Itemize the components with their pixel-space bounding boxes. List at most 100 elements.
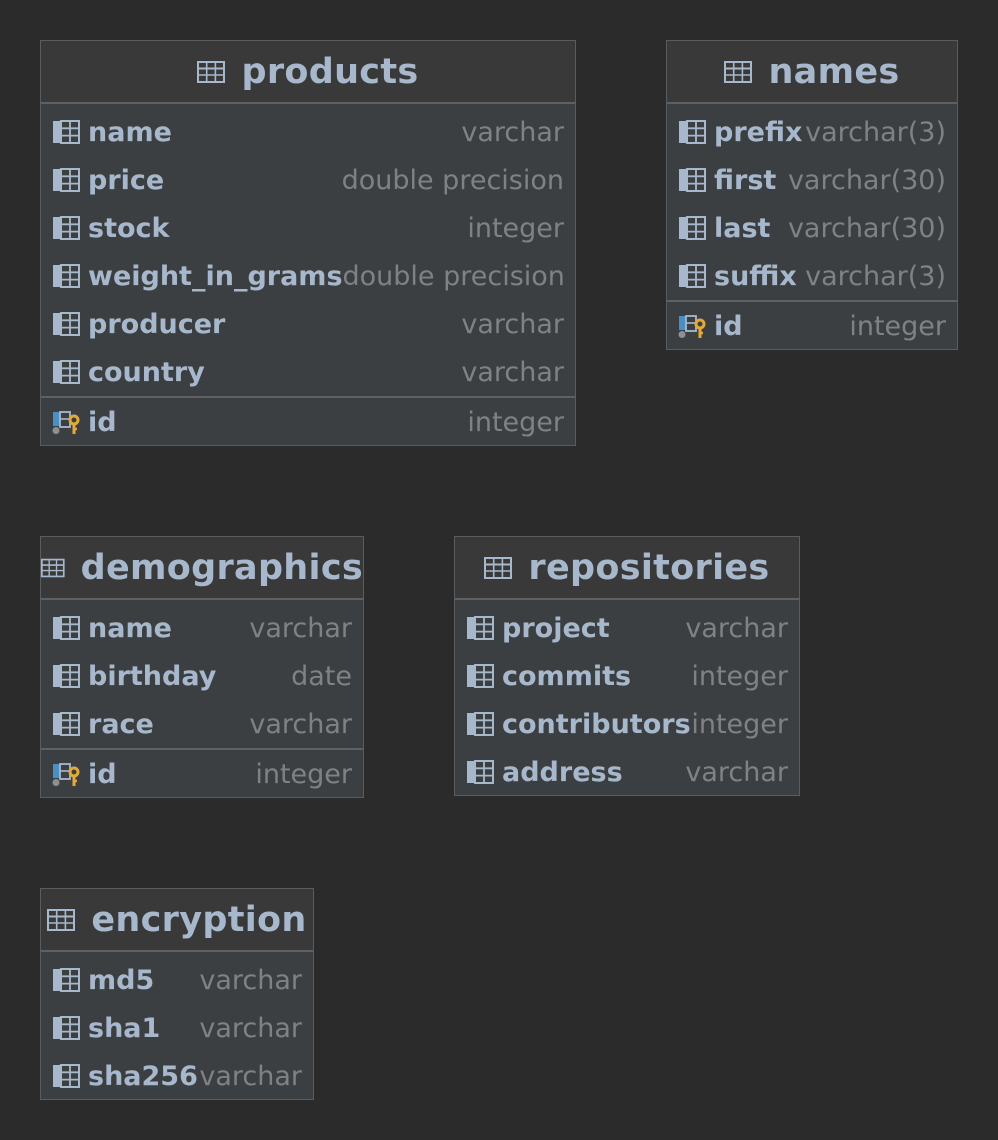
column-row[interactable]: commits integer	[455, 652, 799, 700]
primary-key-section: id integer	[41, 396, 575, 447]
column-type: varchar(30)	[787, 212, 946, 244]
column-type: integer	[467, 212, 564, 244]
primary-key-icon	[678, 314, 706, 338]
column-name: producer	[88, 308, 226, 340]
column-type: varchar(30)	[787, 164, 946, 196]
column-icon	[679, 168, 706, 192]
column-row[interactable]: address varchar	[455, 748, 799, 796]
column-name: birthday	[88, 660, 217, 692]
column-type: varchar	[461, 308, 564, 340]
column-row[interactable]: last varchar(30)	[667, 204, 957, 252]
table-icon	[724, 60, 753, 83]
primary-key-icon	[52, 762, 80, 786]
column-type: varchar	[249, 708, 352, 740]
column-row[interactable]: race varchar	[41, 700, 363, 748]
table-icon	[47, 908, 76, 931]
column-row[interactable]: project varchar	[455, 604, 799, 652]
primary-key-row[interactable]: id integer	[41, 750, 363, 799]
column-row[interactable]: birthday date	[41, 652, 363, 700]
column-name: prefix	[714, 116, 803, 148]
column-type: double precision	[342, 260, 565, 292]
column-row[interactable]: suffix varchar(3)	[667, 252, 957, 300]
column-type: integer	[467, 407, 564, 438]
column-icon	[53, 120, 80, 144]
column-row[interactable]: name varchar	[41, 108, 575, 156]
column-row[interactable]: name varchar	[41, 604, 363, 652]
column-icon	[53, 360, 80, 384]
column-row[interactable]: md5 varchar	[41, 956, 313, 1004]
column-name: id	[88, 759, 117, 790]
column-type: varchar	[199, 964, 302, 996]
table-title: encryption	[91, 899, 307, 940]
table-header: demographics	[41, 537, 363, 600]
column-row[interactable]: sha1 varchar	[41, 1004, 313, 1052]
column-row[interactable]: weight_in_grams double precision	[41, 252, 575, 300]
column-type: integer	[691, 708, 788, 740]
column-name: contributors	[502, 708, 691, 740]
column-name: commits	[502, 660, 632, 692]
column-name: sha256	[88, 1060, 198, 1092]
column-type: double precision	[341, 164, 564, 196]
table-header: products	[41, 41, 575, 104]
column-icon	[53, 216, 80, 240]
column-type: integer	[849, 311, 946, 342]
column-icon	[467, 760, 494, 784]
column-type: date	[291, 660, 352, 692]
column-icon	[467, 664, 494, 688]
column-row[interactable]: country varchar	[41, 348, 575, 396]
column-name: race	[88, 708, 154, 740]
column-name: sha1	[88, 1012, 161, 1044]
column-row[interactable]: stock integer	[41, 204, 575, 252]
primary-key-section: id integer	[667, 300, 957, 351]
column-row[interactable]: prefix varchar(3)	[667, 108, 957, 156]
column-icon	[53, 312, 80, 336]
column-name: md5	[88, 964, 155, 996]
column-row[interactable]: contributors integer	[455, 700, 799, 748]
primary-key-section: id integer	[41, 748, 363, 799]
column-icon	[53, 616, 80, 640]
column-type: varchar	[685, 612, 788, 644]
column-icon	[53, 1064, 80, 1088]
column-type: varchar	[249, 612, 352, 644]
column-row[interactable]: sha256 varchar	[41, 1052, 313, 1100]
column-name: name	[88, 612, 172, 644]
column-icon	[53, 168, 80, 192]
column-type: integer	[691, 660, 788, 692]
column-name: country	[88, 356, 205, 388]
table-icon	[41, 558, 65, 577]
table-title: products	[241, 51, 419, 92]
column-name: last	[714, 212, 771, 244]
table-names[interactable]: names prefix varchar(3) first varchar(30…	[666, 40, 958, 350]
column-icon	[53, 264, 80, 288]
column-name: id	[714, 311, 743, 342]
column-icon	[53, 968, 80, 992]
column-row[interactable]: first varchar(30)	[667, 156, 957, 204]
table-demographics[interactable]: demographics name varchar birthday date …	[40, 536, 364, 798]
table-icon	[484, 556, 513, 579]
column-icon	[679, 264, 706, 288]
table-title: names	[768, 51, 900, 92]
column-icon	[53, 712, 80, 736]
column-name: first	[714, 164, 777, 196]
column-name: price	[88, 164, 165, 196]
column-name: address	[502, 756, 623, 788]
table-title: demographics	[80, 547, 363, 588]
table-header: encryption	[41, 889, 313, 952]
table-encryption[interactable]: encryption md5 varchar sha1 varchar sha2…	[40, 888, 314, 1100]
primary-key-icon	[52, 410, 80, 434]
table-products[interactable]: products name varchar price double preci…	[40, 40, 576, 446]
column-name: project	[502, 612, 610, 644]
column-row[interactable]: price double precision	[41, 156, 575, 204]
table-header: repositories	[455, 537, 799, 600]
column-row[interactable]: producer varchar	[41, 300, 575, 348]
primary-key-row[interactable]: id integer	[667, 302, 957, 351]
primary-key-row[interactable]: id integer	[41, 398, 575, 447]
column-icon	[53, 664, 80, 688]
table-icon	[197, 60, 226, 83]
column-type: varchar(3)	[805, 260, 946, 292]
table-title: repositories	[528, 547, 770, 588]
column-name: name	[88, 116, 172, 148]
table-repositories[interactable]: repositories project varchar commits int…	[454, 536, 800, 796]
column-type: varchar	[199, 1060, 302, 1092]
column-name: id	[88, 407, 117, 438]
